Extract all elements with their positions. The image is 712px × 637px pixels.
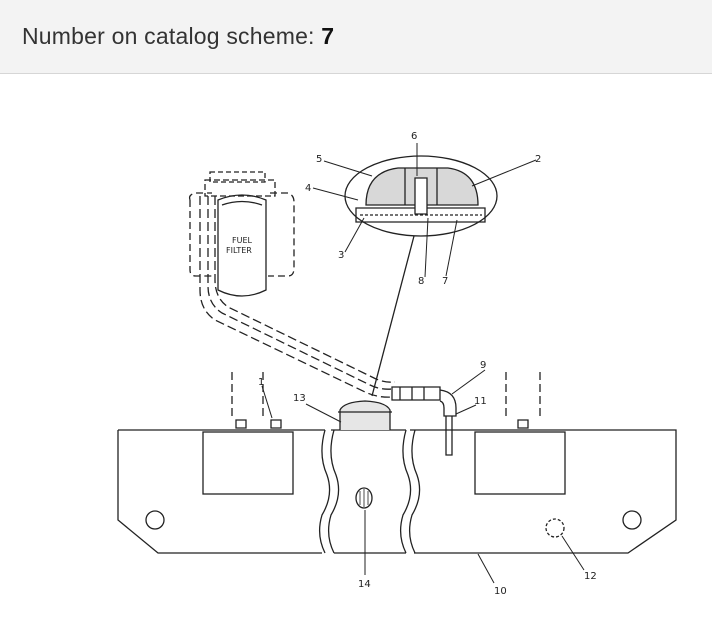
fuel-lines bbox=[199, 196, 396, 398]
callout-2: 2 bbox=[535, 154, 541, 165]
callout-13: 13 bbox=[293, 393, 306, 404]
fuel-tank-diagram: FUEL FILTER bbox=[117, 131, 677, 597]
callout-8: 8 bbox=[418, 276, 424, 287]
detail-leaders bbox=[312, 143, 537, 278]
callout-14: 14 bbox=[358, 579, 371, 590]
callout-3: 3 bbox=[338, 250, 344, 261]
strap-bolts bbox=[235, 419, 529, 429]
callout-10: 10 bbox=[494, 586, 507, 597]
callout-1: 1 bbox=[258, 377, 264, 388]
callout-9: 9 bbox=[480, 360, 486, 371]
callout-5: 5 bbox=[316, 154, 322, 165]
catalog-diagram: FUEL FILTER bbox=[0, 75, 712, 632]
detail-ellipse bbox=[344, 155, 498, 397]
header-title: Number on catalog scheme: 7 bbox=[22, 23, 334, 50]
callout-7: 7 bbox=[442, 276, 448, 287]
filter-label-filter: FILTER bbox=[226, 246, 252, 255]
header-label: Number on catalog scheme: bbox=[22, 23, 322, 49]
callout-4: 4 bbox=[305, 183, 311, 194]
filter-label-fuel: FUEL bbox=[232, 236, 253, 245]
mounting-straps bbox=[231, 372, 541, 420]
tank-leaders bbox=[261, 369, 585, 584]
callout-numbers: 1 2 3 4 5 6 7 8 9 10 11 12 13 14 bbox=[258, 131, 597, 597]
fuel-tank bbox=[117, 400, 677, 554]
return-fitting bbox=[391, 386, 457, 456]
fuel-filter: FUEL FILTER bbox=[188, 171, 295, 297]
callout-11: 11 bbox=[474, 396, 487, 407]
callout-12: 12 bbox=[584, 571, 597, 582]
scheme-number: 7 bbox=[321, 23, 335, 49]
callout-6: 6 bbox=[411, 131, 417, 142]
header-bar: Number on catalog scheme: 7 bbox=[0, 0, 712, 74]
